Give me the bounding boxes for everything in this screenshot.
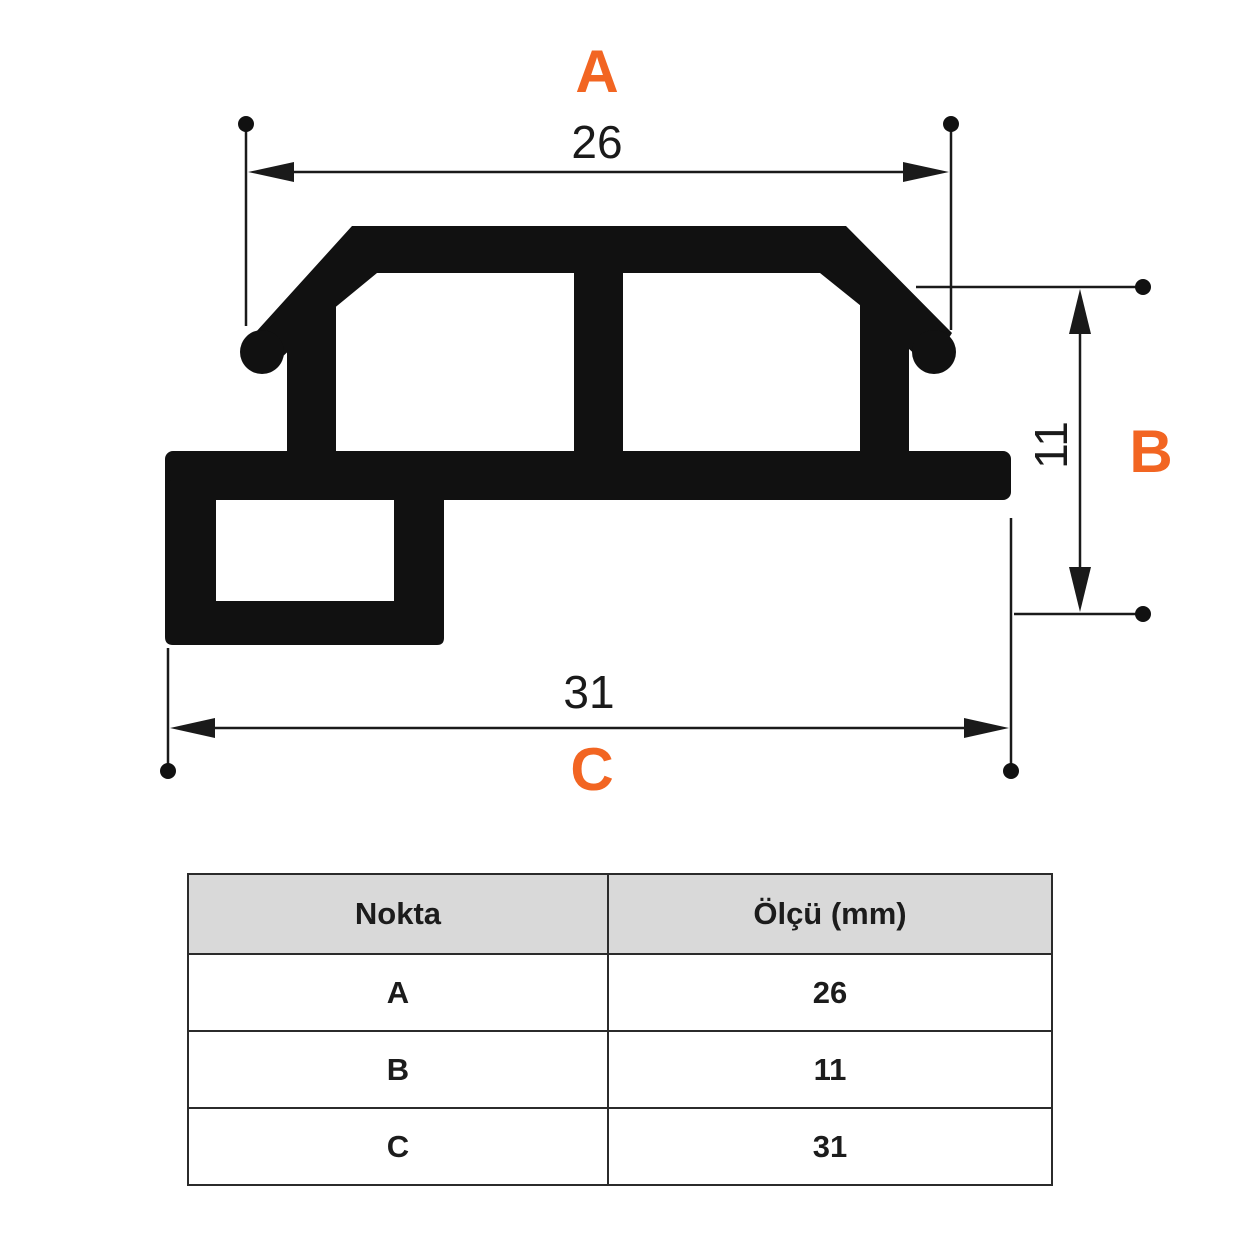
dim-b-arrow-top [1069, 289, 1091, 334]
row-value: 31 [607, 1107, 1053, 1186]
table-header-row: Nokta Ölçü (mm) [187, 873, 1053, 955]
profile-cross-section [165, 226, 1011, 645]
row-value: 11 [607, 1030, 1053, 1109]
dim-a-arrow-left [248, 162, 294, 182]
point-b-label: B [1129, 418, 1172, 485]
profile-lower-box [165, 480, 444, 645]
dim-a-endpoint-right [943, 116, 959, 132]
point-c-label: C [570, 736, 613, 803]
profile-center-web [574, 260, 623, 470]
dim-b-endpoint-top [1135, 279, 1151, 295]
table-row: B 11 [187, 1030, 1053, 1109]
header-measure: Ölçü (mm) [607, 873, 1053, 955]
profile-left-bead [240, 330, 284, 374]
row-point: B [187, 1030, 609, 1109]
dim-a-value: 26 [571, 116, 622, 168]
dim-b-value: 11 [1025, 421, 1077, 469]
dimension-a [244, 124, 953, 330]
dim-b-endpoint-bottom [1135, 606, 1151, 622]
table-row: A 26 [187, 953, 1053, 1032]
profile-right-web [860, 300, 909, 470]
dim-c-endpoint-right [1003, 763, 1019, 779]
dim-c-arrow-left [170, 718, 215, 738]
dimension-b [916, 285, 1143, 616]
profile-hood [246, 226, 952, 368]
dim-b-arrow-bottom [1069, 567, 1091, 612]
point-a-label: A [575, 38, 618, 105]
dim-c-arrow-right [964, 718, 1009, 738]
row-point: A [187, 953, 609, 1032]
dim-a-arrow-right [903, 162, 949, 182]
dim-c-value: 31 [563, 666, 614, 718]
dimension-c [166, 518, 1013, 771]
row-point: C [187, 1107, 609, 1186]
profile-right-bead [912, 330, 956, 374]
dim-c-endpoint-left [160, 763, 176, 779]
table-row: C 31 [187, 1107, 1053, 1186]
dimensions-table: Nokta Ölçü (mm) A 26 B 11 C 31 [187, 873, 1053, 1186]
dim-a-endpoint-left [238, 116, 254, 132]
header-point: Nokta [187, 873, 609, 955]
profile-diagram: 26 A 11 B 31 C [160, 38, 1173, 803]
row-value: 26 [607, 953, 1053, 1032]
profile-left-web [287, 300, 336, 470]
